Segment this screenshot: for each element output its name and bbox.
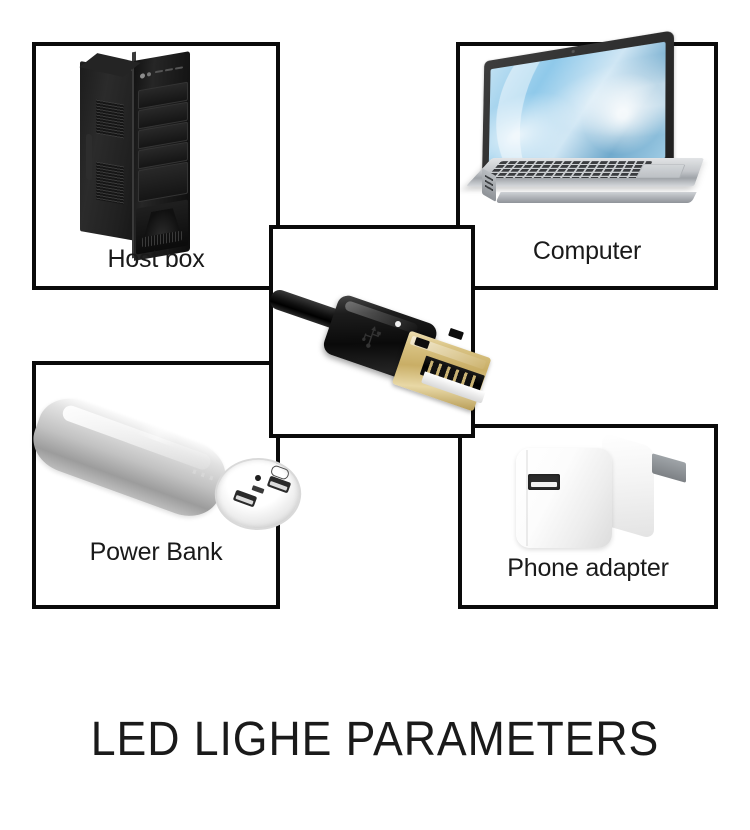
page-title: LED LIGHE PARAMETERS <box>90 713 660 766</box>
panel-label-host-box: Host box <box>107 245 205 273</box>
panel-usb-connector[interactable] <box>267 225 492 438</box>
panel-host-box[interactable]: Host box <box>32 42 280 290</box>
panel-label-phone-adapter: Phone adapter <box>507 554 669 582</box>
power-bank-icon <box>24 383 316 542</box>
wall-charger-icon <box>502 432 692 566</box>
panel-label-power-bank: Power Bank <box>89 538 223 566</box>
laptop-icon <box>465 30 706 220</box>
panel-computer[interactable]: Computer <box>456 30 718 290</box>
usb-plug-icon <box>267 229 492 434</box>
panel-label-computer: Computer <box>532 237 642 265</box>
panel-power-bank[interactable]: Power Bank <box>24 361 316 609</box>
usb-symbol-icon <box>362 326 382 348</box>
panel-phone-adapter[interactable]: Phone adapter <box>458 424 718 609</box>
desktop-tower-icon <box>79 51 198 261</box>
